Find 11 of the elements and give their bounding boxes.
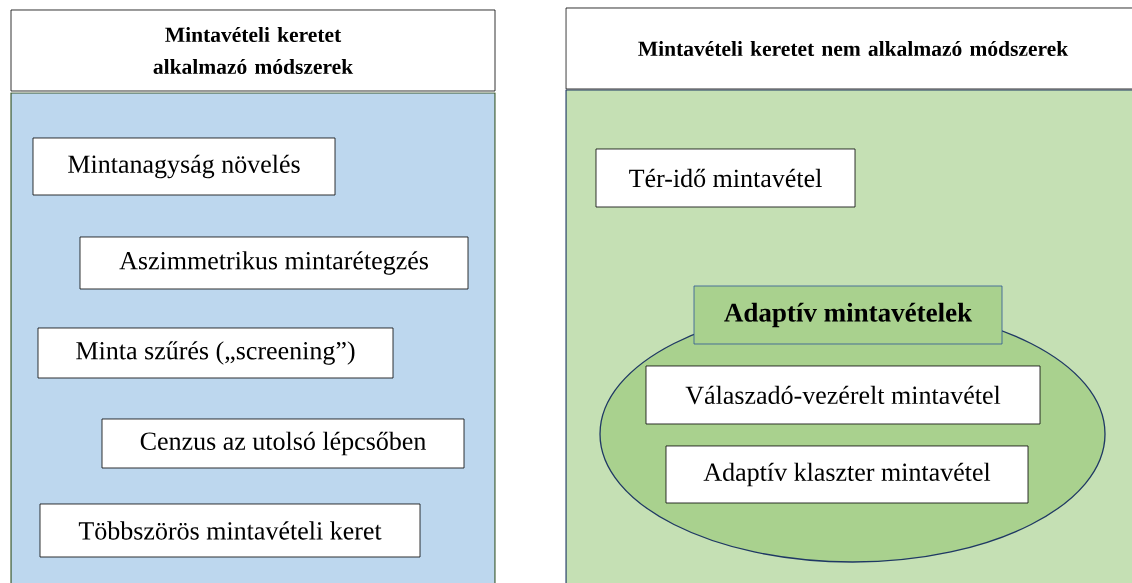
text-box: Többszörös mintavételi keret <box>39 503 421 558</box>
text-box: Mintanagyság növelés <box>32 137 336 196</box>
text-box: Tér-idő mintavétel <box>595 148 856 208</box>
text-box: Cenzus az utolsó lépcsőben <box>101 418 465 469</box>
text-box: Minta szűrés („screening”) <box>37 327 394 379</box>
title-box: Adaptív mintavételek <box>693 285 1003 345</box>
header-box: Mintavételi keretet nem alkalmazó módszerek <box>565 7 1132 90</box>
text-box: Aszimmetrikus mintarétegzés <box>79 236 469 290</box>
text-box: Válaszadó-vezérelt mintavétel <box>645 365 1041 425</box>
text-box: Adaptív klaszter mintavétel <box>665 445 1029 504</box>
header-box: Mintavételi keretet alkalmazó módszerek <box>10 9 496 92</box>
